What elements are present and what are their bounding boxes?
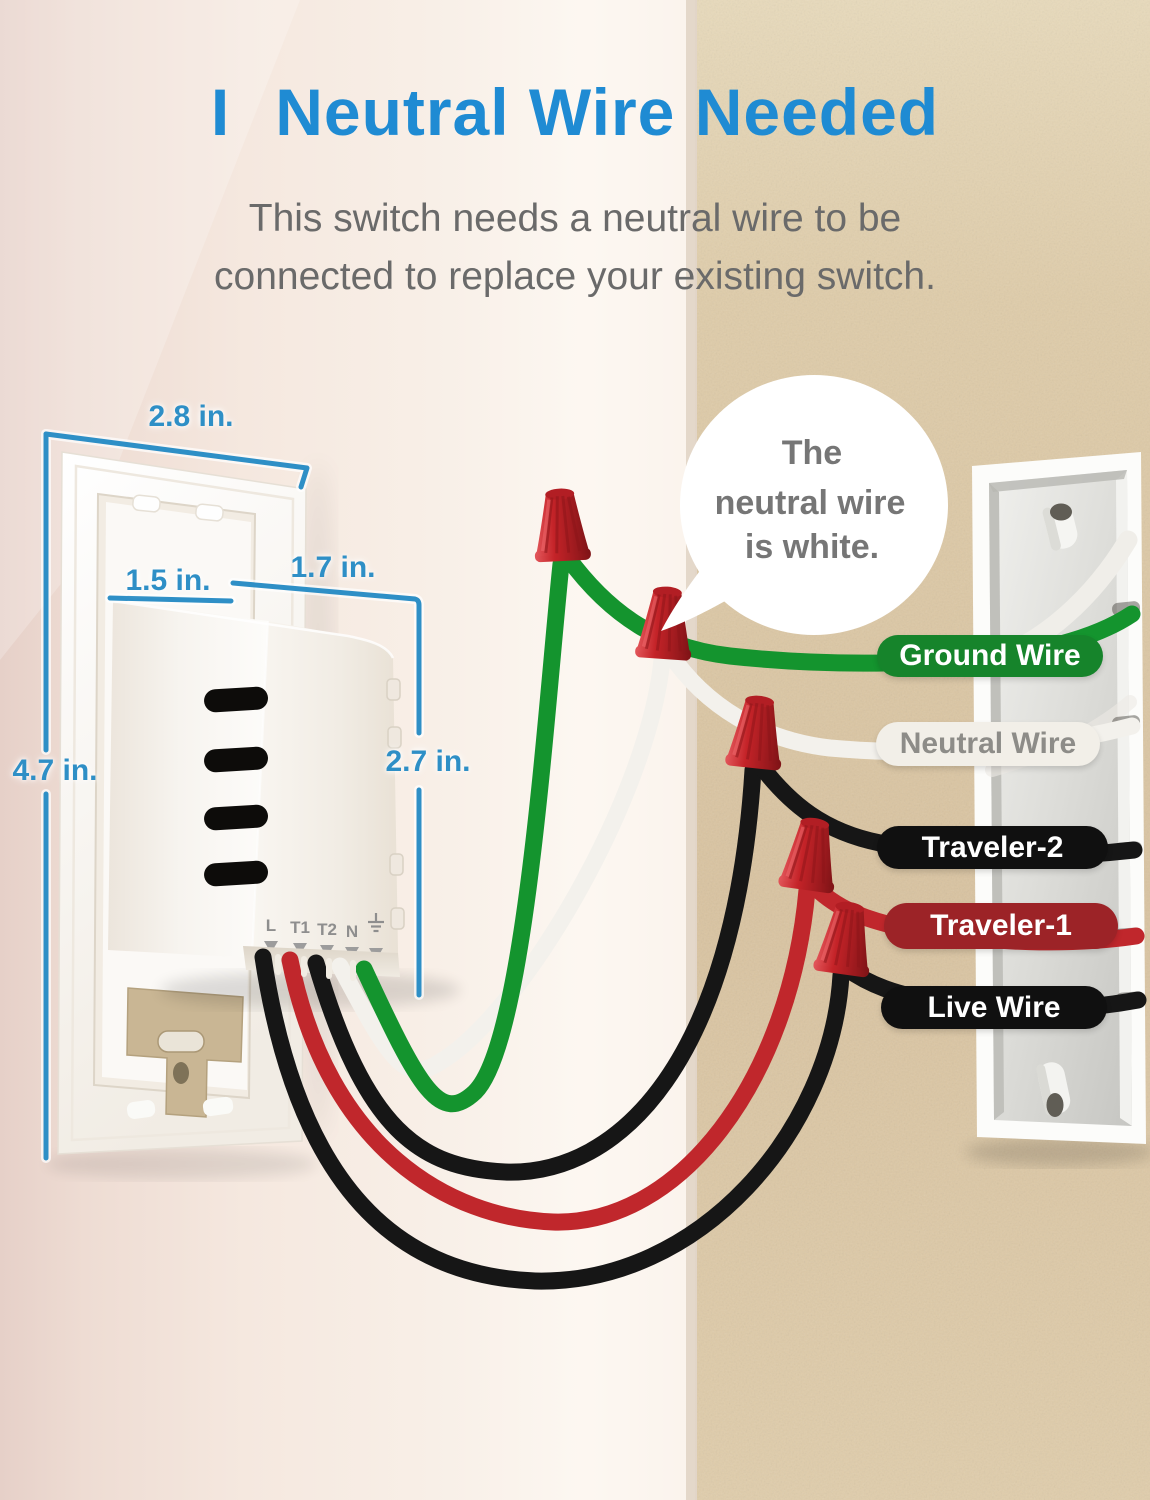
speech-bubble-line2: neutral wire (715, 484, 906, 522)
wall-corner-seam (686, 0, 697, 1500)
terminal-label-n: N (346, 922, 358, 941)
bracket-slot (157, 1030, 205, 1053)
dim-label-module-height: 2.7 in. (385, 745, 471, 778)
mounting-bracket (126, 987, 244, 1119)
bracket-hole (173, 1062, 189, 1084)
page-subtitle: This switch needs a neutral wire to be c… (0, 190, 1150, 306)
terminal-labels: L T1 T2 N (266, 916, 358, 941)
dim-line-module (230, 580, 422, 998)
speech-bubble: The neutral wire is white. (661, 375, 948, 635)
live-wire-switch-segment (254, 948, 850, 1290)
terminal-label-t2: T2 (317, 920, 337, 939)
subtitle-line-1: This switch needs a neutral wire to be (248, 197, 902, 240)
smart-switch-assembly: L T1 T2 N (47, 451, 460, 1179)
module-top-edge (112, 599, 395, 659)
subtitle-line-2: connected to replace your existing switc… (214, 255, 936, 298)
wire-label-traveler2: Traveler-2 (877, 826, 1108, 869)
module-crease (251, 620, 269, 959)
wire-label-traveler1: Traveler-1 (884, 903, 1118, 949)
ground-symbol-icon (368, 913, 384, 933)
module-edge-notches (386, 678, 405, 930)
wall-box (965, 452, 1150, 1166)
switch-module: L T1 T2 N (108, 599, 405, 977)
traveler1-wire-switch-segment (281, 881, 816, 1231)
vent-slots (204, 686, 268, 887)
wire-label-neutral: Neutral Wire (876, 722, 1100, 766)
dim-label-module-depth: 1.7 in. (290, 551, 376, 584)
ground-wire-switch-segment (355, 555, 570, 1113)
paddle-clip-left (132, 494, 161, 513)
wire-port-dividers (275, 954, 356, 981)
wire-label-ground: Ground Wire (877, 635, 1103, 677)
module-left-face (108, 601, 268, 958)
wall-plate-bevel (70, 464, 295, 1142)
wall-box-screw-hole-top (1050, 503, 1072, 521)
wire-label-live: Live Wire (881, 986, 1107, 1029)
paddle-clip-right (195, 503, 224, 522)
plate-bottom-shadow (47, 1149, 317, 1179)
bracket-clip-left (126, 1100, 156, 1119)
bracket-clip-right (202, 1096, 234, 1117)
module-front-face (252, 621, 398, 958)
terminal-label-l: L (266, 916, 276, 935)
speech-bubble-line3: is white. (745, 528, 879, 566)
dimension-lines (41, 429, 424, 1163)
dim-label-plate-width: 2.8 in. (148, 400, 234, 433)
dim-line-plate-width (43, 431, 310, 490)
speech-bubble-tail (661, 568, 734, 631)
speech-bubble-line1: The (782, 434, 842, 472)
page-title: Neutral Wire Needed (275, 75, 940, 149)
traveler2-wire-switch-segment (307, 761, 762, 1181)
page-title-row: I Neutral Wire Needed (0, 74, 1150, 150)
neutral-wire-switch-segment (331, 651, 671, 1079)
wall-box-shadow (965, 1138, 1150, 1166)
wall-box-inner-right-wall (1116, 470, 1132, 1126)
wall-box-screw-hole-bottom (1046, 1093, 1064, 1117)
terminal-label-t1: T1 (290, 918, 310, 937)
dim-label-rocker-width: 1.5 in. (125, 564, 211, 597)
dim-line-rocker-width (107, 595, 234, 604)
dim-label-plate-height: 4.7 in. (12, 754, 98, 787)
wall-box-inner-top-wall (989, 470, 1127, 492)
title-prefix-bar: I (210, 75, 230, 149)
